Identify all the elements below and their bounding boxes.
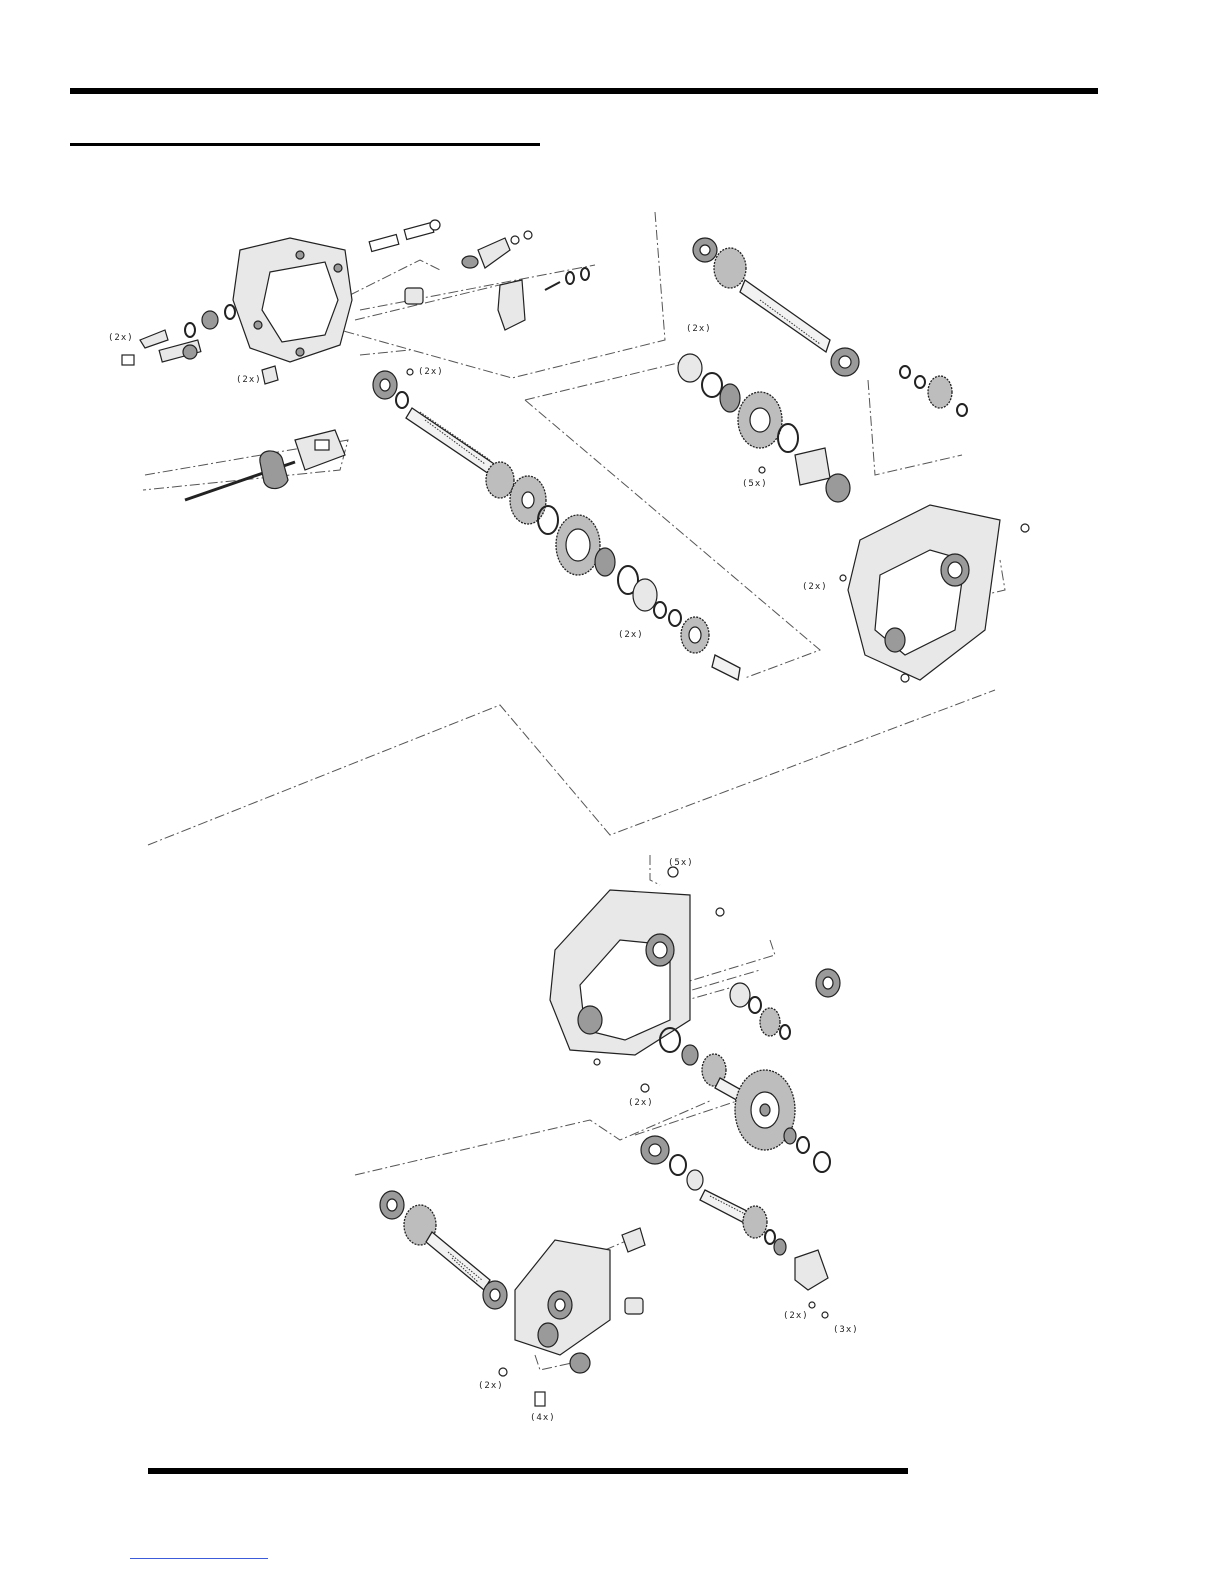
- callout-bottom-left-2x: (2x): [478, 1381, 504, 1391]
- callout-top-mid-2x: (2x): [418, 367, 444, 377]
- callout-bottom-right-3x: (3x): [833, 1325, 859, 1335]
- callout-top-left-2x-b: (2x): [236, 375, 262, 385]
- shift-fasteners: [122, 220, 589, 384]
- callout-bottom-left-4x: (4x): [530, 1413, 556, 1423]
- callout-shaft-2x: (2x): [618, 630, 644, 640]
- bottom-left-assembly: [380, 1191, 645, 1406]
- callout-bottom-right-2x: (2x): [783, 1311, 809, 1321]
- callout-top-right-2x: (2x): [686, 324, 712, 334]
- callout-bottom-case-2x: (2x): [628, 1098, 654, 1108]
- callout-right-case-2x: (2x): [802, 582, 828, 592]
- callout-top-left-2x-a: (2x): [108, 333, 134, 343]
- leader-lines: [143, 212, 1005, 1370]
- callout-top-right-5x: (5x): [742, 479, 768, 489]
- callout-bottom-top-5x: (5x): [668, 858, 694, 868]
- shift-housing: [233, 238, 352, 362]
- shift-fork-assembly: [185, 430, 345, 500]
- input-shaft-stack: [373, 371, 740, 680]
- right-gearcase: [840, 505, 1029, 682]
- output-shaft-stack: [678, 238, 967, 502]
